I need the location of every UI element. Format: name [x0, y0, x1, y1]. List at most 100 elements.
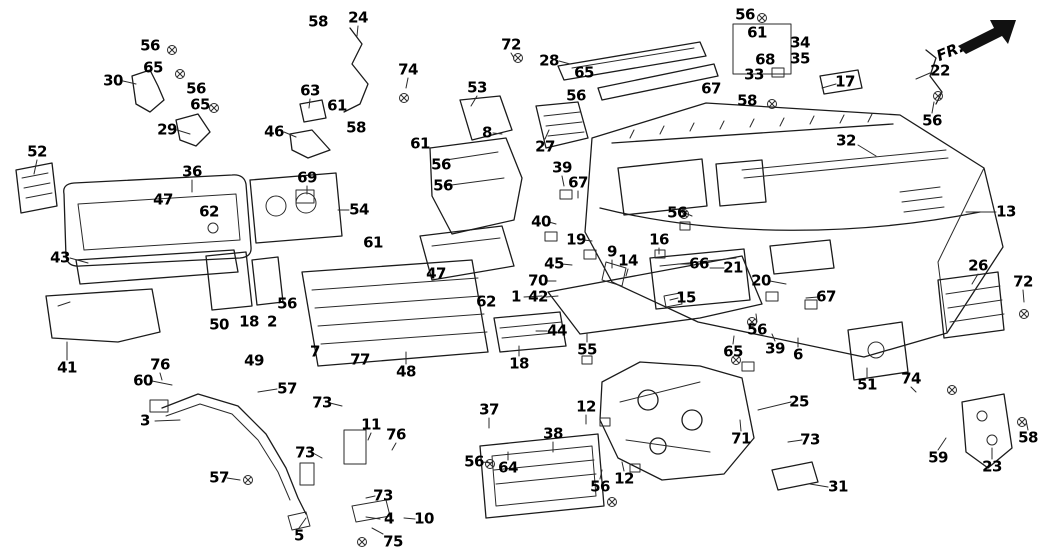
part-number-label: 71 — [731, 429, 751, 448]
part-number-label: 25 — [789, 392, 809, 411]
part-number-label: 56 — [277, 294, 297, 313]
part-number-label: 56 — [747, 320, 767, 339]
right-brackets — [771, 321, 1013, 491]
part-number-label: 20 — [751, 271, 771, 290]
part-number-label: 57 — [209, 468, 229, 487]
part-number-label: 34 — [790, 33, 810, 52]
part-number-label: 27 — [535, 137, 555, 156]
part-number-label: 58 — [346, 118, 366, 137]
part-number-label: 56 — [667, 203, 687, 222]
part-number-label: 77 — [350, 350, 370, 369]
part-number-label: 61 — [363, 233, 383, 252]
part-number-label: 31 — [828, 477, 848, 496]
part-number-label: 56 — [140, 36, 160, 55]
part-number-label: 39 — [552, 158, 572, 177]
part-number-label: 58 — [1018, 428, 1038, 447]
part-number-label: 74 — [398, 60, 418, 79]
part-number-label: 9 — [607, 242, 617, 261]
part-number-label: 11 — [361, 415, 381, 434]
heater-duct-cluster — [419, 101, 589, 281]
part-number-label: 62 — [476, 292, 496, 311]
part-number-label: 56 — [464, 452, 484, 471]
defroster-garnish — [557, 23, 792, 101]
part-number-label: 57 — [277, 379, 297, 398]
part-number-label: 26 — [968, 256, 988, 275]
part-number-label: 17 — [835, 72, 855, 91]
part-number-label: 52 — [27, 142, 47, 161]
part-number-label: 61 — [747, 23, 767, 42]
part-number-label: 61 — [410, 134, 430, 153]
center-vent-assembly — [301, 259, 489, 367]
part-number-label: 3 — [140, 411, 150, 430]
part-number-label: 69 — [297, 168, 317, 187]
part-number-label: 37 — [479, 400, 499, 419]
part-number-label: 56 — [566, 86, 586, 105]
part-number-label: 42 — [528, 287, 548, 306]
part-number-label: 67 — [568, 173, 588, 192]
fr-direction-arrow: FR. — [934, 20, 1016, 65]
part-number-label: 73 — [800, 430, 820, 449]
part-number-label: 65 — [574, 63, 594, 82]
part-number-label: 29 — [157, 120, 177, 139]
part-number-label: 58 — [308, 12, 328, 31]
part-number-label: 24 — [348, 8, 368, 27]
part-number-label: 76 — [150, 355, 170, 374]
meter-lens-parts — [205, 222, 284, 311]
part-number-label: 65 — [723, 342, 743, 361]
part-number-label: 67 — [816, 287, 836, 306]
part-number-label: 75 — [383, 532, 403, 551]
part-number-label: 21 — [723, 258, 743, 277]
part-number-label: 56 — [922, 111, 942, 130]
part-number-label: 56 — [186, 79, 206, 98]
lower-pad — [45, 288, 161, 343]
part-number-label: 55 — [577, 340, 597, 359]
part-number-label: 40 — [531, 212, 551, 231]
visor-lower-strip — [75, 249, 239, 285]
part-number-label: 47 — [153, 190, 173, 209]
part-number-label: 4 — [384, 509, 394, 528]
part-number-label: 67 — [701, 79, 721, 98]
part-number-label: 8 — [482, 123, 492, 142]
part-number-label: 18 — [509, 354, 529, 373]
part-number-label: 36 — [182, 162, 202, 181]
leader-lines — [33, 25, 1029, 535]
part-number-label: 41 — [57, 358, 77, 377]
part-number-label: 10 — [414, 509, 434, 528]
part-number-label: 1 — [511, 287, 521, 306]
center-bezel — [249, 172, 343, 244]
part-number-label: 38 — [543, 424, 563, 443]
part-number-label: 73 — [295, 443, 315, 462]
part-number-label: 49 — [244, 351, 264, 370]
part-number-label: 56 — [433, 176, 453, 195]
part-number-label: 64 — [498, 458, 518, 477]
part-number-label: 74 — [901, 369, 921, 388]
part-number-label: 6 — [793, 345, 803, 364]
part-number-label: 28 — [539, 51, 559, 70]
part-number-label: 13 — [996, 202, 1016, 221]
part-number-label: 56 — [590, 477, 610, 496]
meter-visor — [63, 174, 252, 267]
part-number-label: 76 — [386, 425, 406, 444]
part-number-label: 14 — [618, 251, 638, 270]
part-number-label: 65 — [143, 58, 163, 77]
part-number-label: 65 — [190, 95, 210, 114]
corner-vent — [15, 162, 58, 214]
right-side-vent — [937, 271, 1005, 339]
part-number-label: 30 — [103, 71, 123, 90]
part-number-label: 23 — [982, 457, 1002, 476]
heater-panel-tray — [547, 248, 763, 335]
part-number-label: 61 — [327, 96, 347, 115]
part-number-label: 5 — [294, 526, 304, 545]
part-number-label: 56 — [735, 5, 755, 24]
part-number-label: 48 — [396, 362, 416, 381]
part-number-label: 62 — [199, 202, 219, 221]
part-number-label: 56 — [431, 155, 451, 174]
part-number-label: 73 — [312, 393, 332, 412]
part-number-label: 51 — [857, 375, 877, 394]
part-number-label: 47 — [426, 264, 446, 283]
part-number-label: 39 — [765, 339, 785, 358]
part-number-label: 59 — [928, 448, 948, 467]
instrument-panel-shell — [584, 102, 1004, 358]
